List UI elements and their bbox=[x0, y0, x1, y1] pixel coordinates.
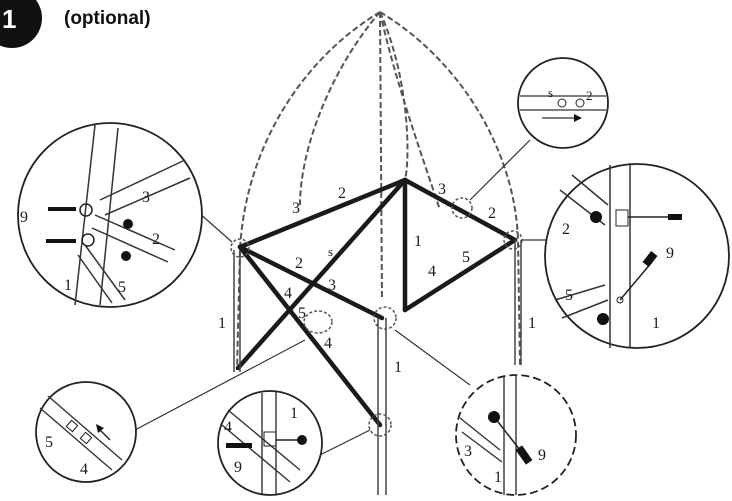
detail-right-label-2: 2 bbox=[562, 221, 570, 238]
label-center-1: 1 bbox=[414, 233, 422, 250]
detail-bottom-center-label-9: 9 bbox=[234, 459, 242, 476]
detail-right: 2 9 5 1 bbox=[544, 163, 730, 349]
detail-bottom-center: 4 1 9 bbox=[217, 390, 323, 496]
detail-right-label-1: 1 bbox=[652, 315, 660, 332]
label-diag-s: s bbox=[328, 244, 333, 259]
leader-lines bbox=[134, 139, 560, 456]
detail-top: s 2 bbox=[517, 57, 609, 149]
center-pole bbox=[377, 318, 387, 495]
legs bbox=[233, 240, 522, 372]
detail-right-label-5: 5 bbox=[565, 287, 573, 304]
label-diag-5: 5 bbox=[298, 305, 306, 322]
detail-bottom-left-label-5: 5 bbox=[45, 434, 53, 451]
canopy-outline bbox=[236, 11, 521, 371]
label-top-bar-3: 3 bbox=[292, 200, 300, 217]
detail-left: 9 3 2 1 5 bbox=[17, 122, 203, 308]
label-diag-4: 4 bbox=[284, 285, 292, 302]
detail-left-label-1: 1 bbox=[64, 277, 72, 294]
label-right-lower-5: 5 bbox=[462, 249, 470, 266]
detail-bottom-left: 5 4 bbox=[35, 381, 137, 483]
optional-note: (optional) bbox=[64, 8, 151, 29]
detail-bottom-right: 3 9 1 bbox=[455, 374, 577, 496]
detail-left-label-2: 2 bbox=[152, 231, 160, 248]
label-right-lower-4: 4 bbox=[428, 263, 436, 280]
label-near-detail-4: 4 bbox=[324, 335, 332, 352]
detail-left-label-3: 3 bbox=[142, 189, 150, 206]
label-top-bar-2: 2 bbox=[338, 185, 346, 202]
label-right-leg-1: 1 bbox=[528, 315, 536, 332]
detail-bottom-right-label-1: 1 bbox=[494, 469, 502, 486]
detail-right-label-9: 9 bbox=[666, 245, 674, 262]
step-badge: 1 bbox=[0, 0, 42, 48]
label-right-upper-3: 3 bbox=[438, 181, 446, 198]
label-left-leg-1: 1 bbox=[218, 315, 226, 332]
detail-bottom-right-label-9: 9 bbox=[538, 447, 546, 464]
detail-bottom-left-label-4: 4 bbox=[80, 461, 88, 478]
label-right-upper-2: 2 bbox=[488, 205, 496, 222]
label-diag-2: 2 bbox=[295, 255, 303, 272]
detail-left-label-9: 9 bbox=[20, 209, 28, 226]
detail-bottom-right-label-3: 3 bbox=[464, 443, 472, 460]
detail-top-label-2: 2 bbox=[586, 88, 593, 103]
detail-bottom-center-label-1: 1 bbox=[290, 405, 298, 422]
frame-rods bbox=[235, 177, 518, 428]
label-center-pole-1: 1 bbox=[394, 359, 402, 376]
detail-bottom-center-label-4: 4 bbox=[224, 419, 232, 436]
step-number: 1 bbox=[2, 4, 16, 34]
label-diag-3: 3 bbox=[328, 277, 336, 294]
detail-left-label-5: 5 bbox=[118, 279, 126, 296]
detail-top-label-s: s bbox=[548, 85, 553, 100]
